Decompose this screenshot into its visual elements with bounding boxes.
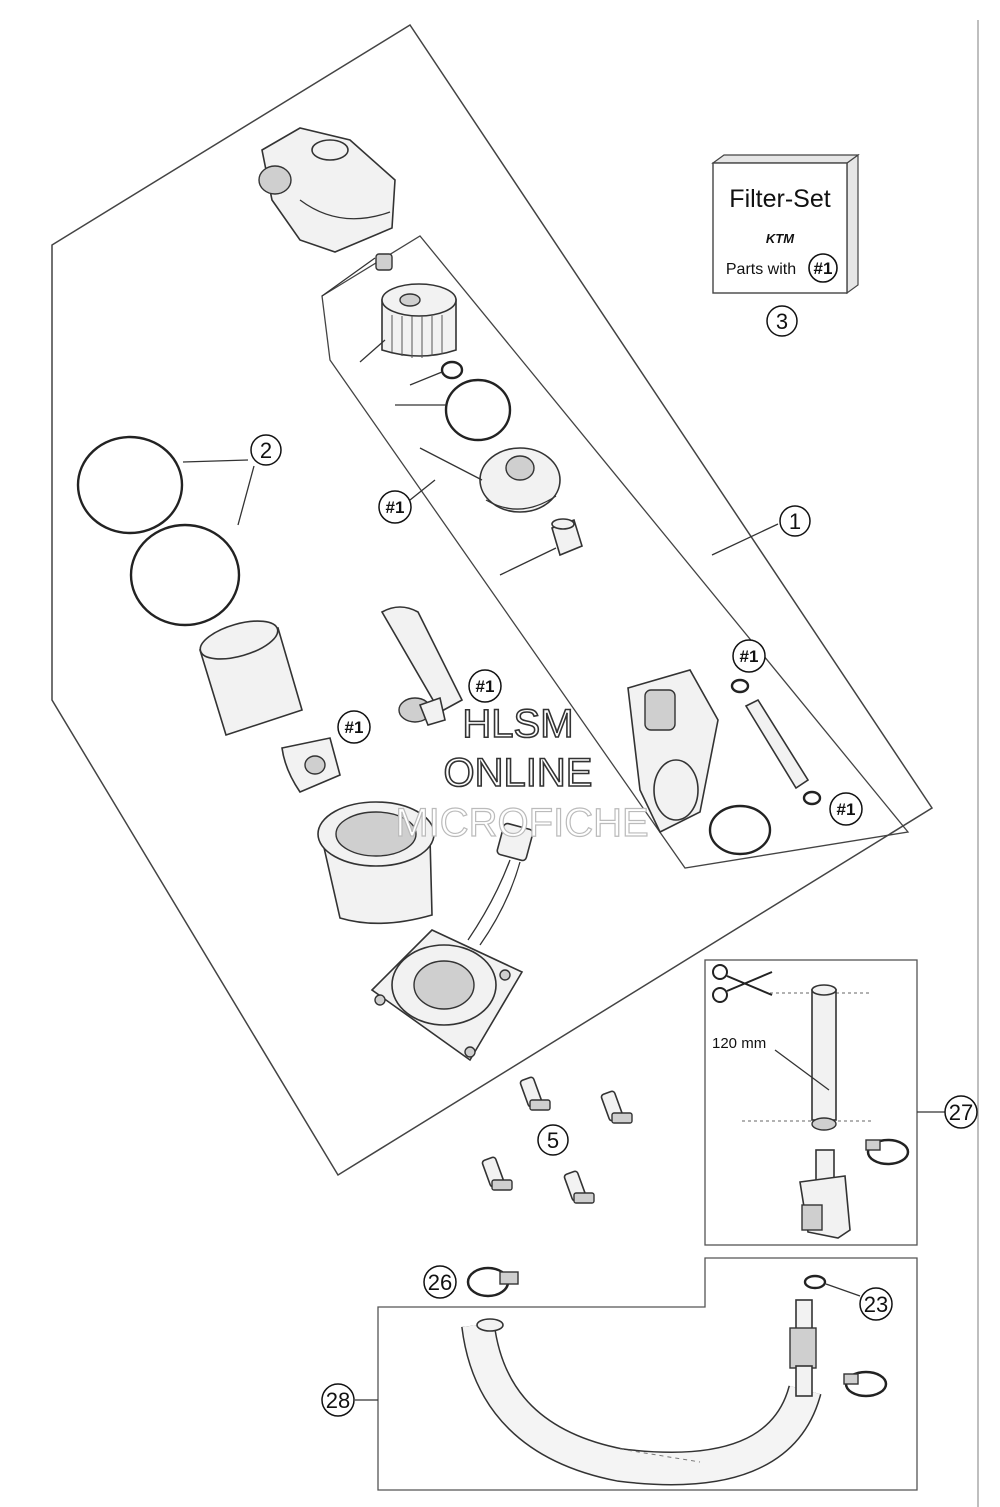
leader-spring — [321, 257, 376, 297]
bolt — [563, 1170, 595, 1204]
pump-flange-plate — [370, 929, 524, 1062]
leader-c2-b — [237, 465, 255, 526]
callout-27: 27 — [944, 1095, 978, 1129]
leader-regulator — [419, 447, 483, 481]
leader-c1 — [711, 523, 779, 556]
filter-set-ref-circle — [808, 253, 838, 283]
svg-text:#1: #1 — [476, 677, 495, 696]
ref-1-filter-group: #1 — [378, 490, 412, 524]
medium-o-ring — [444, 378, 512, 442]
svg-text:28: 28 — [326, 1388, 350, 1413]
svg-text:3: 3 — [776, 309, 788, 334]
bolt — [519, 1076, 551, 1111]
regulator-assembly — [627, 669, 719, 834]
callout-26: 26 — [423, 1265, 457, 1299]
callout-3: 3 — [766, 305, 798, 337]
small-spring — [375, 253, 393, 271]
ref-1-clip: #1 — [337, 710, 371, 744]
o-ring-right-bottom — [802, 790, 822, 806]
svg-text:27: 27 — [949, 1100, 973, 1125]
o-ring-lower — [708, 804, 772, 856]
pump-top-housing — [258, 127, 396, 253]
bolt — [600, 1090, 633, 1124]
callout-5: 5 — [537, 1124, 569, 1156]
small-tube — [551, 518, 583, 557]
leader-small-o-ring — [409, 371, 443, 386]
watermark-line-1: HLSM — [462, 702, 573, 746]
filter-set-box: Filter-Set KTM Parts with #1 — [711, 153, 860, 295]
filter-set-ref: #1 — [814, 259, 833, 278]
assembly-frame-inner — [321, 235, 910, 869]
large-o-ring-2 — [129, 523, 241, 627]
svg-text:23: 23 — [864, 1292, 888, 1317]
small-o-ring — [440, 360, 464, 380]
callout-23: 23 — [859, 1287, 893, 1321]
bolts-group — [481, 1076, 633, 1204]
large-o-ring-1 — [76, 435, 184, 535]
callout-2: 2 — [250, 434, 282, 466]
ktm-logo: KTM — [766, 231, 795, 246]
filter-set-title: Filter-Set — [729, 185, 830, 213]
leader-small-tube — [499, 547, 557, 576]
sleeve-cylinder — [198, 620, 303, 737]
leader-filter — [359, 339, 386, 363]
wire-connector — [467, 822, 534, 946]
ref-1-right-bottom: #1 — [829, 792, 863, 826]
svg-text:1: 1 — [789, 509, 801, 534]
leader-hose-length — [774, 1049, 830, 1091]
small-elbow-fitting — [398, 696, 446, 726]
pump-body-cylinder — [317, 801, 435, 925]
retaining-clip — [281, 737, 341, 793]
callout-1: 1 — [779, 505, 811, 537]
svg-text:#1: #1 — [740, 647, 759, 666]
pressure-regulator — [479, 447, 561, 513]
bolt — [481, 1156, 513, 1191]
hose-clamp-small — [865, 1138, 910, 1166]
ref-1-right-top: #1 — [732, 639, 766, 673]
right-connector-tube — [744, 698, 810, 790]
ref-1-elbow: #1 — [468, 669, 502, 703]
hose-cut-box: 120 mm — [704, 959, 918, 1246]
assembly-frame-outer — [51, 23, 934, 1177]
watermark-line-2: ONLINE — [444, 751, 593, 795]
svg-text:#1: #1 — [345, 718, 364, 737]
o-ring-right-top — [730, 678, 750, 694]
leader-ref-group — [409, 479, 436, 501]
pickup-tube — [380, 606, 464, 714]
curved-fuel-hose — [461, 1318, 822, 1486]
hose-length-label: 120 mm — [712, 1035, 766, 1052]
watermark-line-3: MICROFICHE — [395, 801, 648, 845]
hose-clamp-right — [843, 1370, 888, 1398]
svg-text:26: 26 — [428, 1270, 452, 1295]
small-washer-23 — [803, 1274, 827, 1290]
hose-assembly-box — [377, 1257, 918, 1491]
watermark: HLSM ONLINE MICROFICHE — [395, 701, 650, 845]
svg-text:#1: #1 — [837, 800, 856, 819]
fuel-filter-element — [381, 283, 457, 358]
svg-text:2: 2 — [260, 438, 272, 463]
leader-c2-a — [182, 459, 249, 463]
cut-hose — [811, 989, 837, 1121]
svg-text:#1: #1 — [386, 498, 405, 517]
scissors-icon — [712, 964, 773, 1003]
inline-fitting — [789, 1299, 817, 1397]
parts-with-label: Parts with — [726, 261, 796, 278]
callout-28: 28 — [321, 1383, 355, 1417]
leader-c23 — [825, 1283, 861, 1297]
quick-connector — [799, 1149, 851, 1239]
hose-clamp-26 — [466, 1266, 519, 1298]
svg-text:5: 5 — [547, 1128, 559, 1153]
